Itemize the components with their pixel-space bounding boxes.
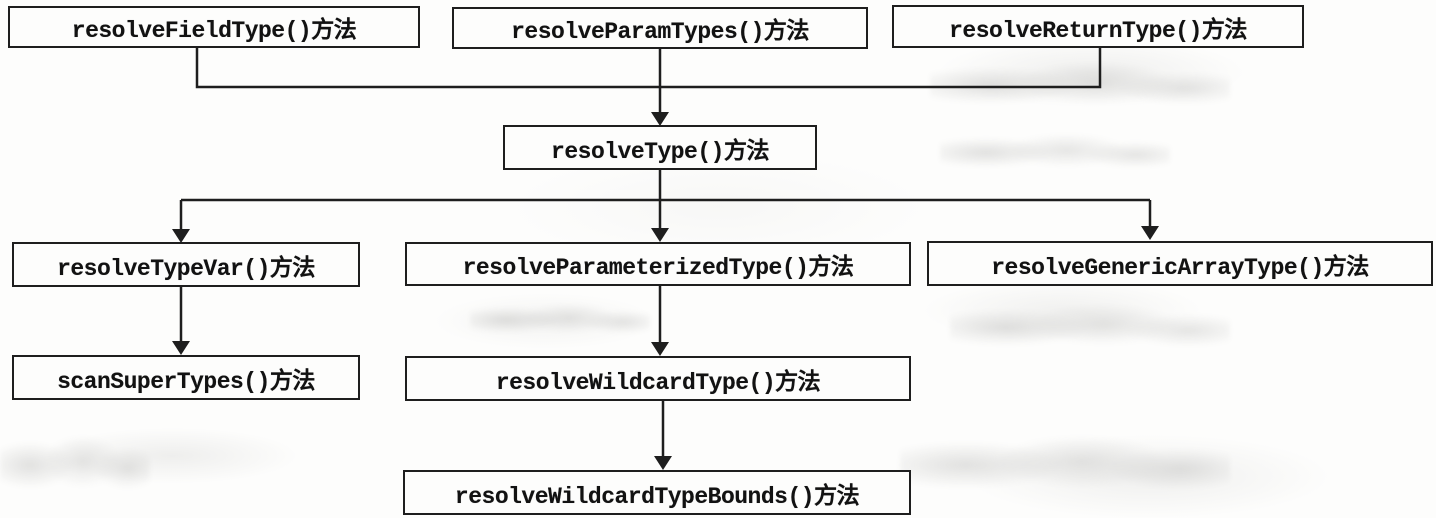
bleed-through-artifact xyxy=(0,430,150,500)
node-scanSuperTypes: scanSuperTypes()方法 xyxy=(12,355,360,400)
node-resolveParameterizedType: resolveParameterizedType()方法 xyxy=(405,242,911,286)
edge-line xyxy=(179,48,1152,458)
bleed-through-artifact xyxy=(940,130,1170,175)
node-resolveFieldType: resolveFieldType()方法 xyxy=(8,6,420,48)
node-resolveType: resolveType()方法 xyxy=(503,125,817,170)
node-resolveParamTypes: resolveParamTypes()方法 xyxy=(452,7,868,49)
node-resolveTypeVar: resolveTypeVar()方法 xyxy=(12,242,360,287)
bleed-through-artifact xyxy=(930,58,1230,113)
node-resolveGenericArrayType: resolveGenericArrayType()方法 xyxy=(927,241,1433,286)
bleed-through-artifact xyxy=(950,300,1230,355)
node-resolveWildcardTypeBounds: resolveWildcardTypeBounds()方法 xyxy=(403,470,911,515)
node-resolveReturnType: resolveReturnType()方法 xyxy=(892,5,1304,48)
bleed-through-artifact xyxy=(900,430,1230,500)
node-resolveWildcardType: resolveWildcardType()方法 xyxy=(405,356,911,401)
bleed-through-artifact xyxy=(470,300,650,340)
